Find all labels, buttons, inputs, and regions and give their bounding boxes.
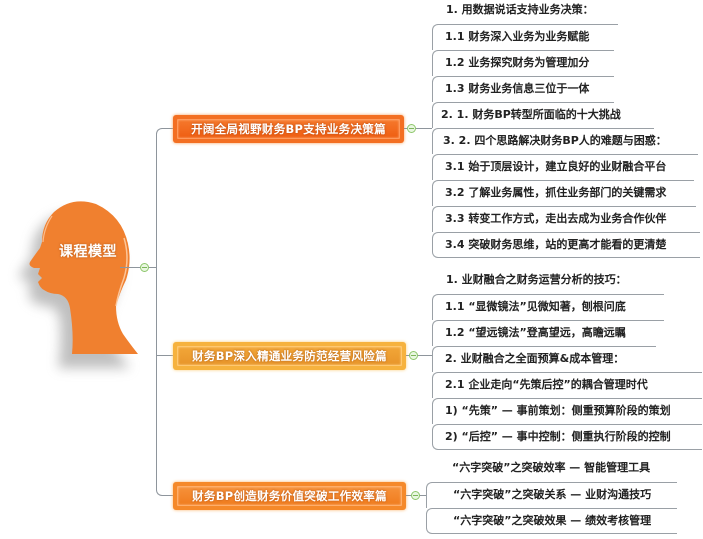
trunk-connector-upper <box>156 128 165 356</box>
collapse-button-topic-1[interactable] <box>407 124 416 133</box>
subtopic-item[interactable]: 2) “后控” — 事中控制：侧重执行阶段的控制 <box>432 424 702 450</box>
central-connector <box>120 267 157 268</box>
main-topic-3[interactable]: 财务BP创造财务价值突破工作效率篇 <box>173 482 406 510</box>
subtopic-item[interactable]: 3.3 转变工作方式，走出去成为业务合作伙伴 <box>432 206 696 232</box>
collapse-button-topic-2[interactable] <box>409 351 418 360</box>
subtopic-item[interactable]: 3.1 始于顶层设计，建立良好的业财融合平台 <box>432 154 698 180</box>
subtopic-item[interactable]: 2. 1. 财务BP转型所面临的十大挑战 <box>432 102 621 128</box>
trunk-branch-3 <box>162 495 173 496</box>
subtopic-item[interactable]: 1) “先策” — 事前策划：侧重预算阶段的策划 <box>432 398 702 424</box>
subtopic-item[interactable]: 1.1 “显微镜法”见微知著，刨根问底 <box>432 294 664 320</box>
subtopic-item[interactable]: 3. 2. 四个思路解决财务BP人的难题与困惑： <box>432 128 667 154</box>
human-head-icon <box>19 201 138 368</box>
central-topic[interactable]: 课程模型 <box>19 198 148 368</box>
subtopic-item[interactable]: 1. 用数据说话支持业务决策： <box>446 3 594 16</box>
subtopic-item[interactable]: 1.2 “望远镜法”登高望远，高瞻远瞩 <box>432 320 664 346</box>
subtopic-list-2: 1. 业财融合之财务运营分析的技巧： 1.1 “显微镜法”见微知著，刨根问底 1… <box>432 268 702 450</box>
collapse-button-topic-3[interactable] <box>411 491 420 500</box>
subtopic-item[interactable]: “六字突破”之突破关系 — 业财沟通技巧 <box>426 482 677 508</box>
subtopic-list-3: “六字突破”之突破效率 — 智能管理工具 “六字突破”之突破关系 — 业财沟通技… <box>426 456 677 534</box>
main-topic-2[interactable]: 财务BP深入精通业务防范经营风险篇 <box>173 342 406 370</box>
trunk-connector-lower <box>156 266 165 496</box>
subtopic-item[interactable]: 2.1 企业走向“先策后控”的耦合管理时代 <box>432 372 702 398</box>
topic-1-connector <box>404 128 432 129</box>
subtopic-item[interactable]: 3.2 了解业务属性，抓住业务部门的关键需求 <box>432 180 694 206</box>
main-topic-2-label: 财务BP深入精通业务防范经营风险篇 <box>192 349 387 363</box>
subtopic-item[interactable]: 1.2 业务探究财务为管理加分 <box>432 50 614 76</box>
subtopic-item[interactable]: 1.3 财务业务信息三位于一体 <box>432 76 614 102</box>
collapse-button-central[interactable] <box>140 263 149 272</box>
subtopic-list-1: 1. 用数据说话支持业务决策： 1.1 财务深入业务为业务赋能 1.2 业务探究… <box>432 0 700 258</box>
subtopic-item[interactable]: 3.4 突破财务思维，站的更高才能看的更清楚 <box>432 232 700 258</box>
subtopic-item[interactable]: “六字突破”之突破效果 — 绩效考核管理 <box>426 508 677 534</box>
subtopic-item[interactable]: 1. 业财融合之财务运营分析的技巧： <box>446 273 627 286</box>
main-topic-1[interactable]: 开阔全局视野财务BP支持业务决策篇 <box>173 115 404 143</box>
trunk-branch-1 <box>162 128 173 129</box>
main-topic-1-label: 开阔全局视野财务BP支持业务决策篇 <box>191 122 386 136</box>
central-topic-label: 课程模型 <box>59 244 117 260</box>
trunk-branch-2 <box>157 355 173 356</box>
subtopic-item[interactable]: 1.1 财务深入业务为业务赋能 <box>432 24 618 50</box>
topic-2-connector <box>406 355 432 356</box>
subtopic-item[interactable]: “六字突破”之突破效率 — 智能管理工具 <box>452 461 651 474</box>
main-topic-3-label: 财务BP创造财务价值突破工作效率篇 <box>192 489 387 503</box>
subtopic-item[interactable]: 2. 业财融合之全面预算&成本管理： <box>432 346 656 372</box>
